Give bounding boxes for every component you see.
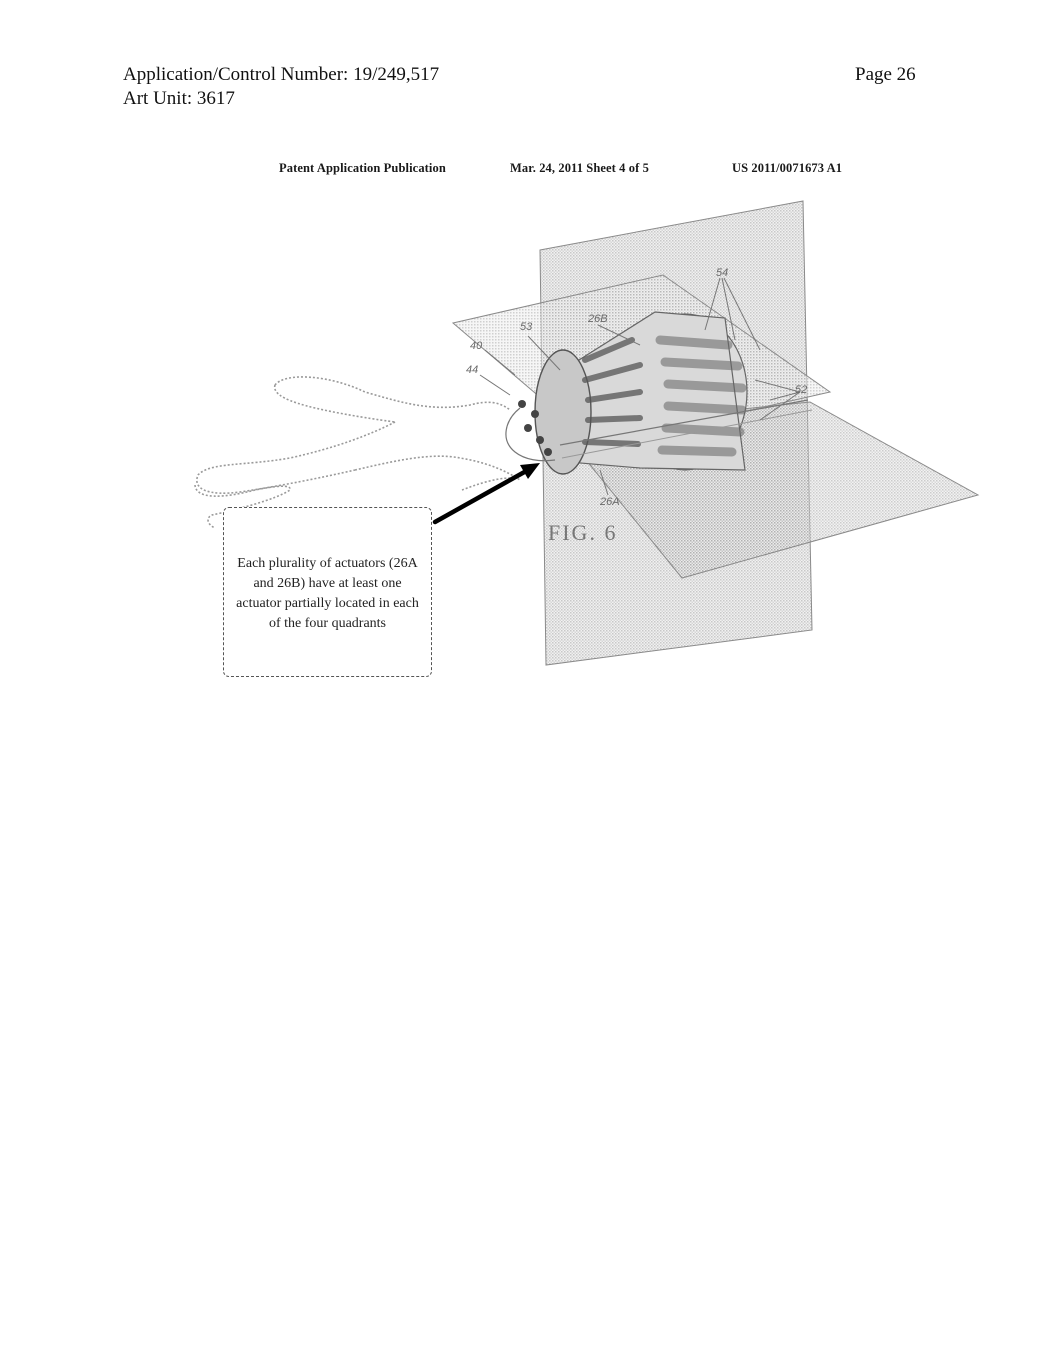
application-control-number: Application/Control Number: 19/249,517 (123, 64, 440, 85)
ref-numeral-26a: 26A (599, 496, 620, 508)
publication-date-sheet: Mar. 24, 2011 Sheet 4 of 5 (510, 161, 649, 175)
ref-numeral-52: 52 (795, 384, 807, 396)
ref-numeral-53: 53 (520, 321, 533, 333)
hand-outline (194, 376, 521, 529)
figure-label: FIG. 6 (548, 520, 617, 545)
ref-numeral-44: 44 (466, 364, 478, 376)
annotation-callout-text: Each plurality of actuators (26A and 26B… (236, 556, 419, 631)
annotation-callout-box: Each plurality of actuators (26A and 26B… (223, 507, 432, 677)
ref-numeral-26b: 26B (587, 313, 608, 325)
publication-title: Patent Application Publication (279, 161, 446, 175)
actuator-device (479, 277, 813, 496)
publication-number: US 2011/0071673 A1 (732, 161, 843, 175)
page-number: Page 26 (855, 64, 916, 85)
ref-numeral-40: 40 (470, 340, 483, 352)
art-unit: Art Unit: 3617 (123, 88, 235, 109)
callout-arrow (432, 463, 540, 525)
ref-numeral-54: 54 (716, 267, 728, 279)
